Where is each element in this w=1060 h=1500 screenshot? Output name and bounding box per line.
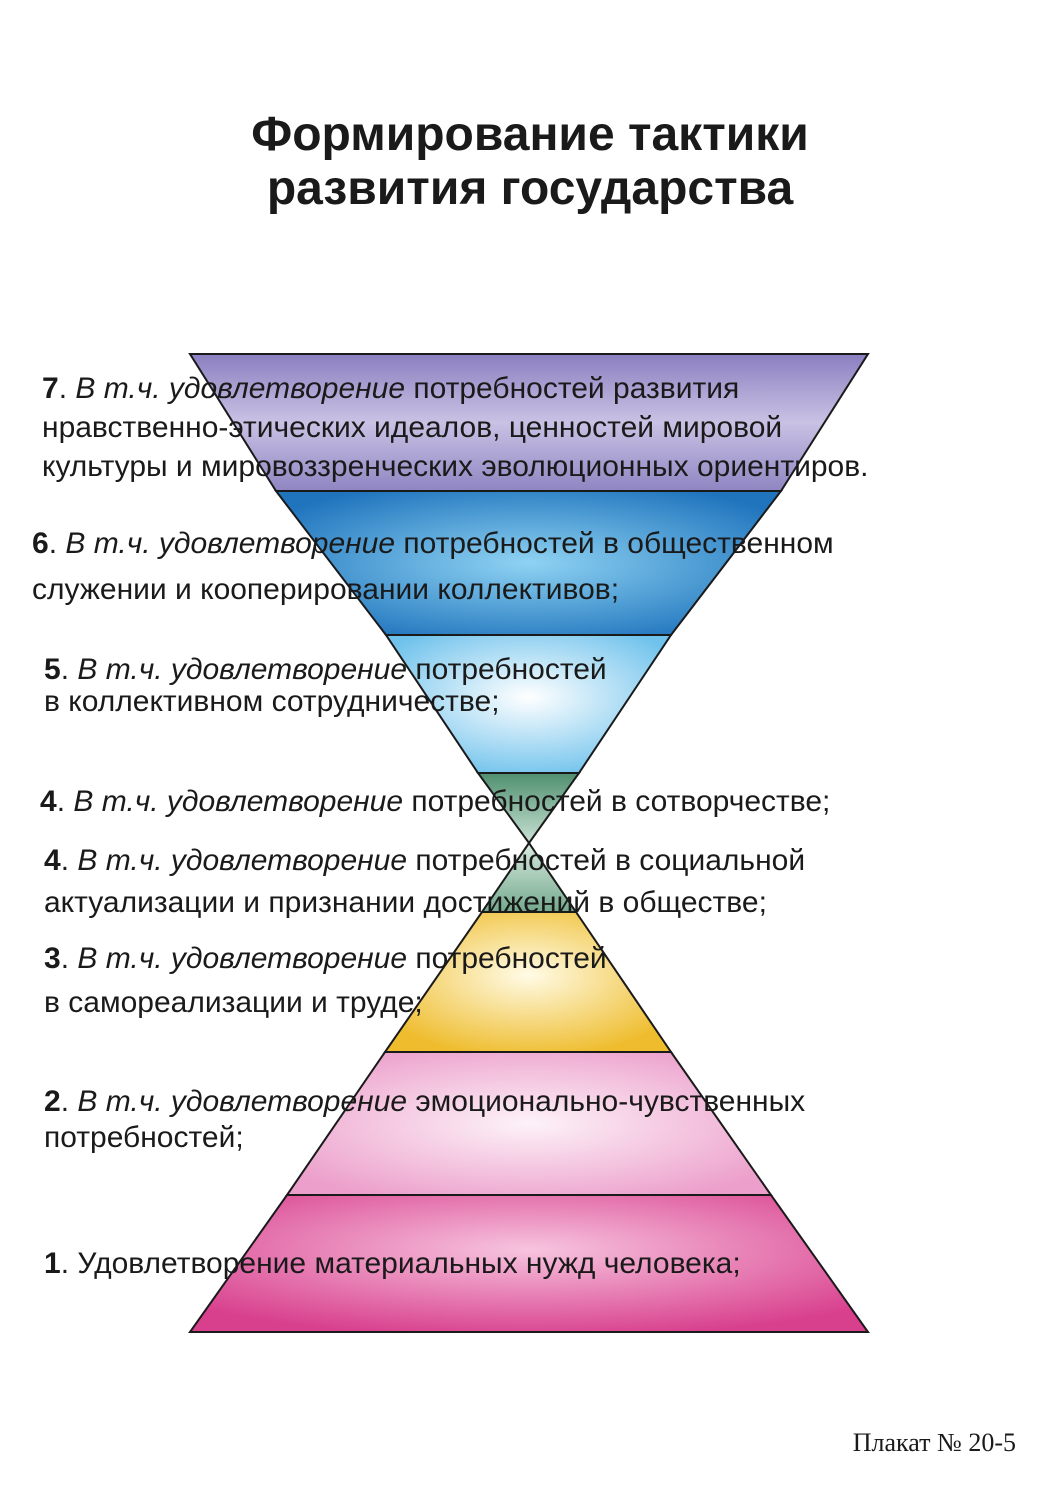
separator: . bbox=[60, 844, 78, 877]
level-italic: В т.ч. удовлетворение bbox=[77, 653, 408, 686]
level-number: 4 bbox=[40, 785, 57, 818]
level-italic: В т.ч. удовлетворение bbox=[75, 372, 406, 405]
level-number: 6 bbox=[32, 527, 49, 560]
level-text: эмоционально-чувственных bbox=[407, 1085, 806, 1118]
level-7-label: 7. В т.ч. удовлетворение потребностей ра… bbox=[42, 369, 868, 486]
level-italic: В т.ч. удовлетворение bbox=[77, 942, 408, 975]
level-5-label: 5. В т.ч. удовлетворение потребностей в … bbox=[44, 654, 607, 718]
separator: . bbox=[60, 653, 78, 686]
separator: . bbox=[60, 1247, 78, 1280]
separator: . bbox=[58, 372, 76, 405]
level-text: потребностей в сотворчестве; bbox=[403, 785, 831, 818]
level-text-line: культуры и мировоззренческих эволюционны… bbox=[42, 450, 869, 483]
level-2-label: 2. В т.ч. удовлетворение эмоционально-чу… bbox=[44, 1084, 805, 1156]
level-italic: В т.ч. удовлетворение bbox=[77, 1085, 408, 1118]
level-1-band bbox=[188, 1194, 870, 1333]
level-number: 3 bbox=[44, 942, 61, 975]
level-text: Удовлетворение материальных нужд человек… bbox=[77, 1247, 741, 1280]
level-text-line: потребностей; bbox=[44, 1121, 244, 1154]
page-title: Формирование тактики развития государств… bbox=[0, 108, 1060, 216]
level-text: потребностей в общественном bbox=[395, 527, 834, 560]
separator: . bbox=[60, 1085, 78, 1118]
title-line-1: Формирование тактики bbox=[251, 108, 809, 161]
level-text-line: нравственно-этических идеалов, ценностей… bbox=[42, 411, 783, 444]
level-text: потребностей развития bbox=[405, 372, 740, 405]
separator: . bbox=[60, 942, 78, 975]
separator: . bbox=[48, 527, 66, 560]
level-number: 7 bbox=[42, 372, 59, 405]
level-italic: В т.ч. удовлетворение bbox=[65, 527, 396, 560]
level-text: потребностей bbox=[407, 942, 607, 975]
level-italic: В т.ч. удовлетворение bbox=[73, 785, 404, 818]
level-number: 1 bbox=[44, 1247, 61, 1280]
title-line-2: развития государства bbox=[266, 162, 794, 215]
level-text-line: служении и кооперировании коллективов; bbox=[32, 573, 620, 606]
level-text: потребностей в социальной bbox=[407, 844, 806, 877]
level-number: 5 bbox=[44, 653, 61, 686]
level-text-line: в коллективном сотрудничестве; bbox=[44, 685, 500, 718]
level-4a-label: 4. В т.ч. удовлетворение потребностей в … bbox=[40, 782, 830, 821]
level-italic: В т.ч. удовлетворение bbox=[77, 844, 408, 877]
separator: . bbox=[56, 785, 74, 818]
level-text-line: в самореализации и труде; bbox=[44, 986, 423, 1019]
level-text: потребностей bbox=[407, 653, 607, 686]
level-4b-label: 4. В т.ч. удовлетворение потребностей в … bbox=[44, 840, 805, 924]
poster-number: Плакат № 20-5 bbox=[852, 1428, 1016, 1457]
level-1-label: 1. Удовлетворение материальных нужд чело… bbox=[44, 1244, 741, 1283]
level-text-line: актуализации и признании достижений в об… bbox=[44, 886, 767, 919]
level-4-upper-band bbox=[476, 772, 581, 845]
level-3-label: 3. В т.ч. удовлетворение потребностей в … bbox=[44, 937, 607, 1025]
level-6-label: 6. В т.ч. удовлетворение потребностей в … bbox=[32, 521, 834, 613]
level-number: 2 bbox=[44, 1085, 61, 1118]
level-number: 4 bbox=[44, 844, 61, 877]
